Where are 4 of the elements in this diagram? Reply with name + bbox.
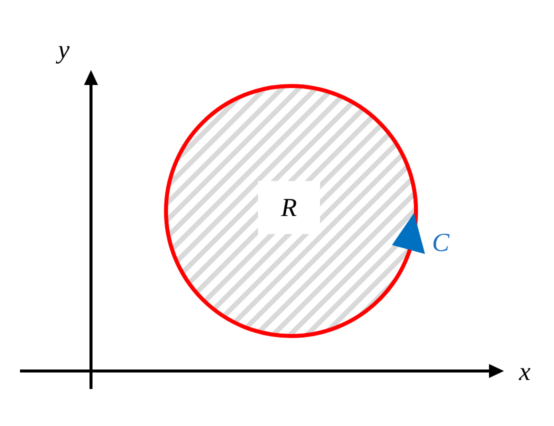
region-label: R — [258, 181, 320, 234]
axis-label: x — [519, 358, 531, 386]
axis-label: y — [58, 36, 70, 64]
curve-label: C — [432, 229, 450, 257]
